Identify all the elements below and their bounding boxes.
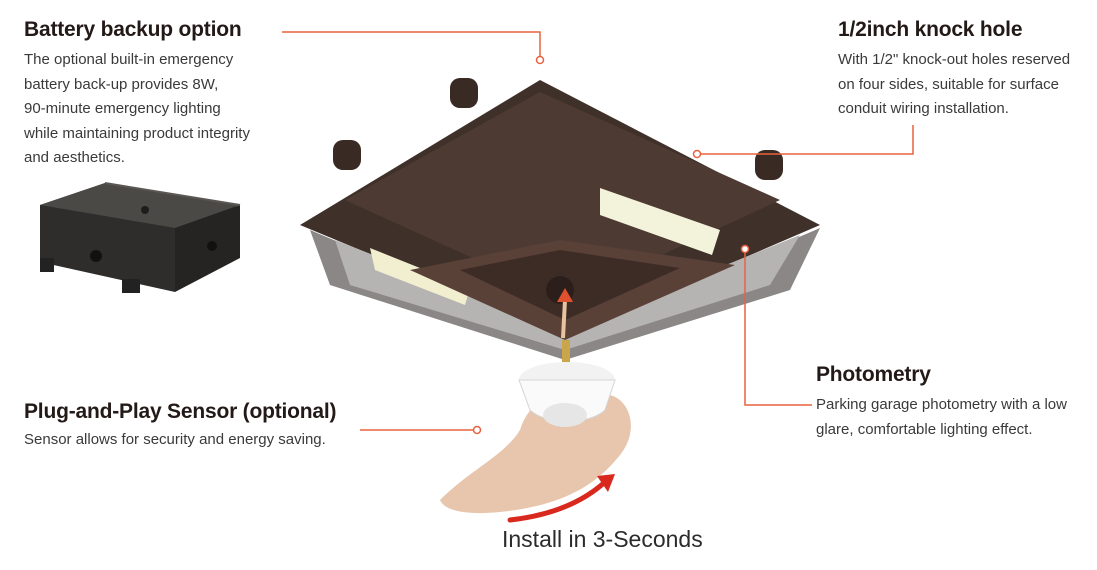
knock-hole-callout-line bbox=[698, 125, 914, 155]
knock-hole-description: With 1/2" knock-out holes reserved on fo… bbox=[838, 51, 1071, 117]
battery-callout-dot bbox=[535, 55, 545, 65]
sensor-hand-image bbox=[440, 288, 631, 523]
battery-backup-feature: Battery backup option The optional built… bbox=[24, 18, 304, 171]
knock-hole-title: 1/2inch knock hole bbox=[838, 18, 1023, 41]
photometry-callout-line bbox=[744, 250, 812, 406]
knock-hole-feature: 1/2inch knock hole With 1/2" knock-out h… bbox=[838, 18, 1093, 122]
sensor-callout-dot bbox=[472, 425, 482, 435]
canopy-light-fixture-image bbox=[300, 78, 820, 360]
battery-box-image bbox=[40, 182, 241, 293]
battery-callout-line bbox=[282, 31, 541, 60]
photometry-feature: Photometry Parking garage photometry wit… bbox=[816, 363, 1091, 442]
photometry-title: Photometry bbox=[816, 363, 931, 386]
photometry-description: Parking garage photometry with a low gla… bbox=[816, 396, 1067, 438]
install-caption: Install in 3-Seconds bbox=[502, 526, 703, 552]
battery-backup-title: Battery backup option bbox=[24, 18, 242, 41]
callout-lines bbox=[282, 31, 914, 435]
sensor-description: Sensor allows for security and energy sa… bbox=[24, 431, 326, 448]
sensor-title: Plug-and-Play Sensor (optional) bbox=[24, 400, 337, 423]
sensor-feature: Plug-and-Play Sensor (optional) Sensor a… bbox=[24, 400, 369, 453]
knock-hole-callout-dot bbox=[692, 149, 702, 159]
battery-backup-description: The optional built-in emergency battery … bbox=[24, 51, 250, 166]
photometry-callout-dot bbox=[740, 244, 750, 254]
